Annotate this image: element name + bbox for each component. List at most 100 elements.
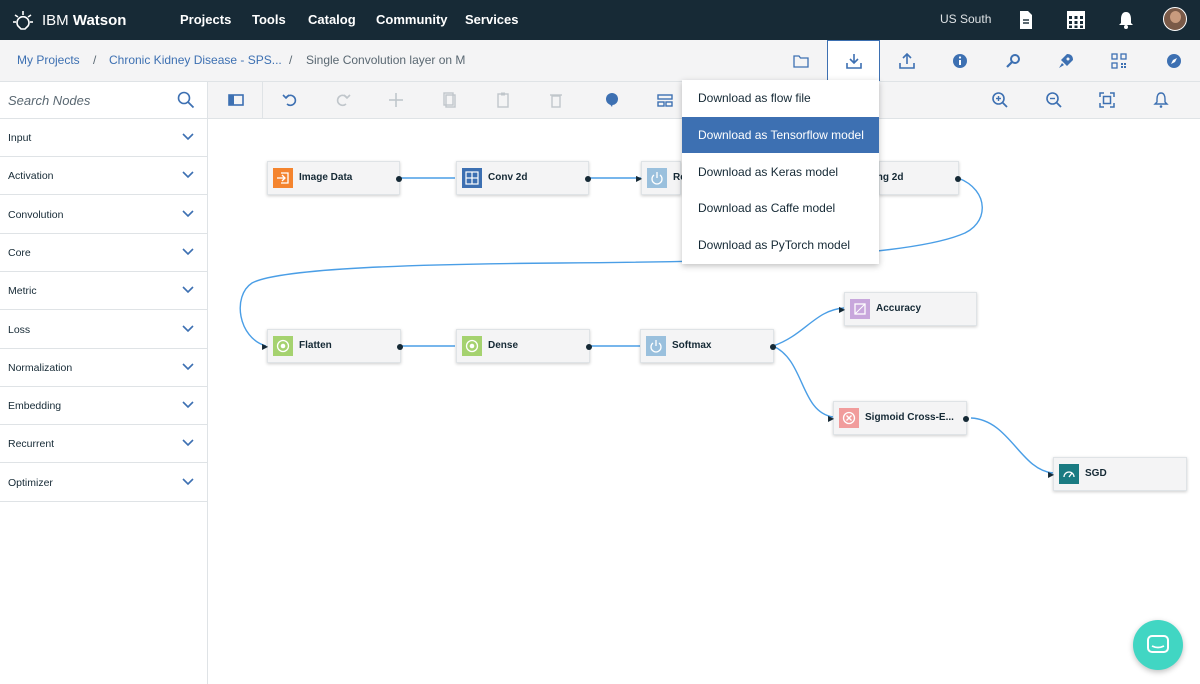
nav-projects[interactable]: Projects <box>180 12 232 27</box>
breadcrumb-current-flow: Single Convolution layer on M <box>306 53 466 67</box>
layout-icon[interactable] <box>656 91 674 109</box>
sidebar-category-embedding[interactable]: Embedding <box>0 387 208 426</box>
nav-tools[interactable]: Tools <box>252 12 286 27</box>
settings-wrench-icon[interactable] <box>986 40 1039 81</box>
brand-logo[interactable]: IBM Watson <box>12 0 126 40</box>
node-sgd[interactable]: ▶SGD <box>1048 457 1187 491</box>
watson-logo-icon <box>13 11 33 30</box>
sidebar-category-input[interactable]: Input <box>0 119 208 157</box>
breadcrumb-project[interactable]: Chronic Kidney Disease - SPS... <box>109 53 282 67</box>
sidebar-category-normalization[interactable]: Normalization <box>0 349 208 387</box>
notifications-icon[interactable] <box>1152 91 1170 109</box>
search-input[interactable]: Search Nodes <box>8 93 91 108</box>
apps-grid-icon[interactable] <box>1066 10 1086 30</box>
copy-icon[interactable] <box>441 91 459 109</box>
menu-item-label: Download as PyTorch model <box>698 238 851 252</box>
link-pool-flatten <box>239 177 983 347</box>
node-label: Conv 2d <box>488 172 528 183</box>
chat-bubble-icon[interactable] <box>1133 620 1183 670</box>
compass-icon[interactable] <box>1147 40 1200 81</box>
download-icon[interactable] <box>827 40 880 81</box>
node-relu[interactable]: ▶ Re <box>636 161 686 195</box>
output-port[interactable] <box>770 344 776 350</box>
output-port[interactable] <box>585 176 591 182</box>
node-image-data[interactable]: Image Data <box>267 161 402 195</box>
sidebar-category-label: Normalization <box>8 361 73 374</box>
menu-download-keras[interactable]: Download as Keras model <box>682 154 879 190</box>
sidebar-category-label: Convolution <box>8 208 64 221</box>
menu-download-flow-file[interactable]: Download as flow file <box>682 80 879 116</box>
node-accuracy[interactable]: ▶Accuracy <box>839 292 977 326</box>
qr-code-icon[interactable] <box>1092 40 1145 81</box>
input-port-arrow[interactable]: ▶ <box>262 342 269 351</box>
menu-download-caffe[interactable]: Download as Caffe model <box>682 190 879 226</box>
input-port-arrow[interactable]: ▶ <box>839 305 846 314</box>
sidebar-category-optimizer[interactable]: Optimizer <box>0 464 208 502</box>
notification-bell-icon[interactable] <box>1116 10 1136 30</box>
palette-toggle-icon[interactable] <box>227 91 245 109</box>
sidebar-category-convolution[interactable]: Convolution <box>0 196 208 234</box>
link-sigmoid-sgd <box>970 417 1054 474</box>
breadcrumb-my-projects[interactable]: My Projects <box>17 53 80 67</box>
sidebar-category-loss[interactable]: Loss <box>0 311 208 349</box>
sidebar-category-activation[interactable]: Activation <box>0 157 208 196</box>
node-sigmoid-cross-entropy[interactable]: ▶ Sigmoid Cross-E... <box>828 401 969 435</box>
node-dense[interactable]: Dense <box>456 329 592 363</box>
breadcrumb-separator: / <box>289 53 293 67</box>
input-port-arrow[interactable]: ▶ <box>1048 470 1055 479</box>
chevron-down-icon <box>182 171 194 179</box>
undo-icon[interactable] <box>281 91 299 109</box>
search-icon[interactable] <box>177 91 195 109</box>
output-port[interactable] <box>396 176 402 182</box>
upload-icon[interactable] <box>880 40 933 81</box>
chevron-down-icon <box>182 248 194 256</box>
menu-download-tensorflow[interactable]: Download as Tensorflow model <box>682 117 879 153</box>
clipboard-icon[interactable] <box>494 91 512 109</box>
search-nodes-field[interactable]: Search Nodes <box>0 82 208 119</box>
delete-icon[interactable] <box>547 91 565 109</box>
node-softmax[interactable]: Softmax <box>640 329 776 363</box>
region-selector[interactable]: US South <box>940 12 992 26</box>
node-label: Dense <box>488 340 519 351</box>
output-port[interactable] <box>586 344 592 350</box>
output-port[interactable] <box>397 344 403 350</box>
node-conv2d[interactable]: Conv 2d <box>456 161 591 195</box>
optimizer-node-icon <box>1059 464 1079 484</box>
menu-download-pytorch[interactable]: Download as PyTorch model <box>682 227 879 263</box>
zoom-out-icon[interactable] <box>1045 91 1063 109</box>
output-port[interactable] <box>955 176 961 182</box>
input-port-arrow[interactable]: ▶ <box>636 174 643 183</box>
input-port-arrow[interactable]: ▶ <box>828 414 835 423</box>
chevron-down-icon <box>182 210 194 217</box>
sidebar-category-recurrent[interactable]: Recurrent <box>0 425 208 464</box>
zoom-in-icon[interactable] <box>991 91 1009 109</box>
move-icon[interactable] <box>387 91 405 109</box>
chevron-down-icon <box>182 286 194 294</box>
top-navigation: IBM Watson Projects Tools Catalog Commun… <box>0 0 1200 40</box>
output-port[interactable] <box>963 416 969 422</box>
nav-services[interactable]: Services <box>465 12 519 27</box>
deploy-icon[interactable] <box>1039 40 1092 81</box>
info-icon[interactable] <box>933 40 986 81</box>
sidebar-category-label: Activation <box>8 170 54 183</box>
sidebar-category-label: Recurrent <box>8 438 55 451</box>
folder-icon[interactable] <box>774 40 827 81</box>
node-pooling2d[interactable]: ing 2d <box>874 161 961 195</box>
comment-icon[interactable] <box>603 91 621 109</box>
fit-icon[interactable] <box>1098 91 1116 109</box>
chevron-down-icon <box>182 439 194 447</box>
node-label: Sigmoid Cross-E... <box>865 412 954 423</box>
chevron-down-icon <box>182 478 194 485</box>
user-avatar[interactable] <box>1163 7 1187 31</box>
menu-item-label: Download as Keras model <box>698 165 839 179</box>
core-node-icon <box>462 336 482 356</box>
nav-community[interactable]: Community <box>376 12 448 27</box>
nav-catalog[interactable]: Catalog <box>308 12 356 27</box>
redo-icon[interactable] <box>334 91 352 109</box>
sidebar-category-core[interactable]: Core <box>0 234 208 272</box>
document-icon[interactable] <box>1016 10 1036 30</box>
node-label: Re <box>673 172 686 183</box>
node-flatten[interactable]: ▶Flatten <box>262 329 403 363</box>
sidebar-category-metric[interactable]: Metric <box>0 272 208 311</box>
